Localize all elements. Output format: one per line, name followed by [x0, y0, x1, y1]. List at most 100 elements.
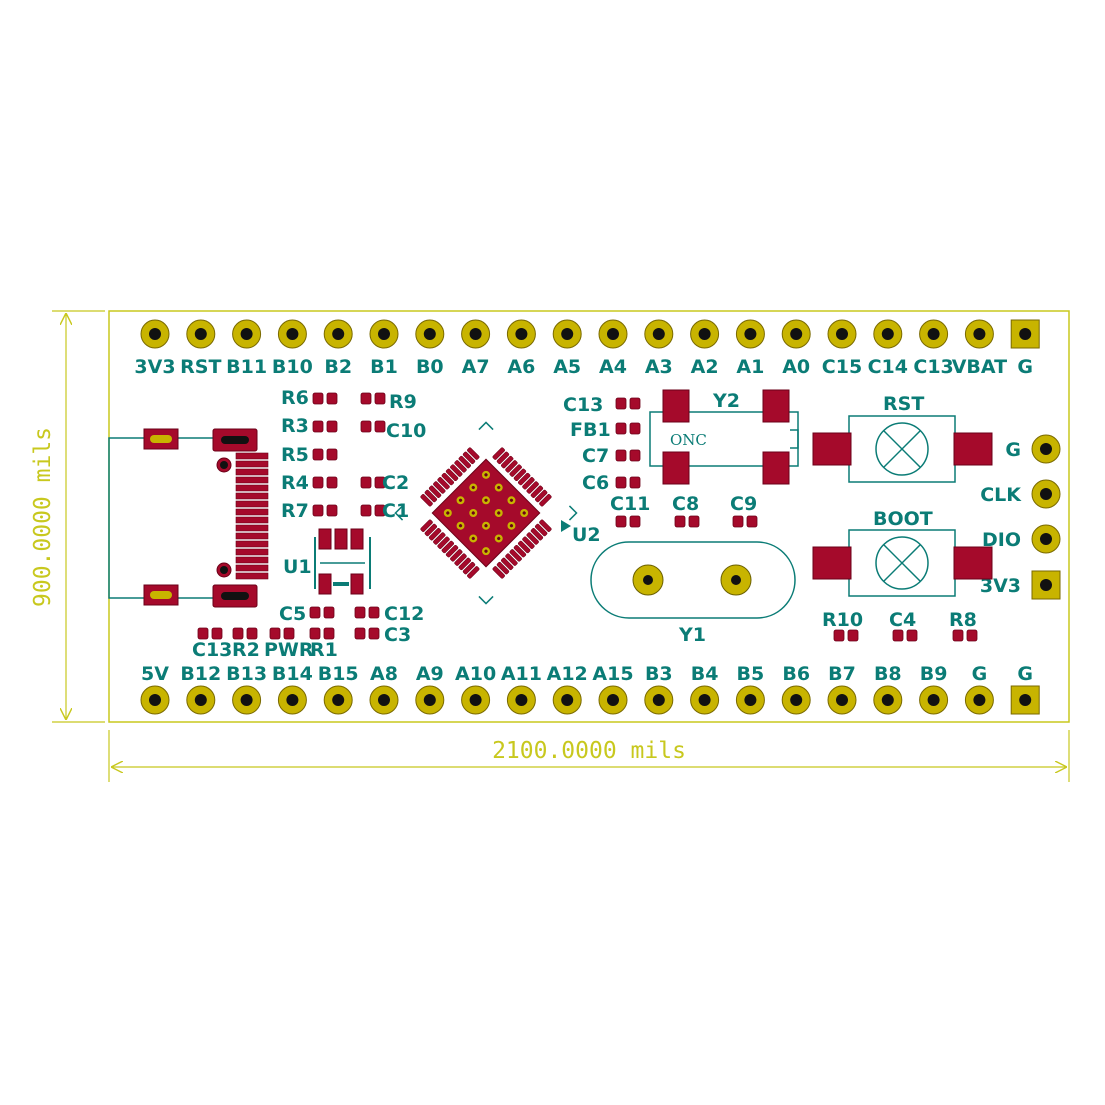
u1-regulator [314, 528, 371, 595]
label-C3: C3 [384, 624, 411, 646]
top-pin [1010, 319, 1040, 349]
smd-pad-pair [309, 606, 335, 619]
bottom-pin [827, 685, 857, 715]
bottom-pin-label: A10 [455, 663, 496, 685]
bottom-pin [323, 685, 353, 715]
top-pin-label: B10 [272, 356, 313, 378]
top-header-pins [140, 319, 1040, 349]
bottom-pin-label: G [972, 663, 988, 685]
smd-pad-pair [615, 515, 641, 528]
usb-connector [108, 428, 269, 608]
height-dimension [52, 310, 105, 723]
smd-passive-pads [197, 392, 978, 642]
bottom-pin [964, 685, 994, 715]
top-pin-label: VBAT [952, 356, 1007, 378]
label-R4: R4 [281, 472, 309, 494]
top-pin-label: C13 [913, 356, 953, 378]
top-pin-label: A0 [782, 356, 810, 378]
smd-pad-pair [360, 504, 386, 517]
label-R9: R9 [389, 391, 417, 413]
top-pin-label: C14 [868, 356, 908, 378]
top-pin-label: B0 [416, 356, 444, 378]
bottom-pin [873, 685, 903, 715]
smd-pad-pair [732, 515, 758, 528]
smd-pad-pair [360, 420, 386, 433]
bottom-pin-label: B15 [318, 663, 359, 685]
smd-pad-pair [312, 504, 338, 517]
rst-switch [812, 415, 993, 483]
smd-pad-pair [312, 476, 338, 489]
label-R5: R5 [281, 444, 309, 466]
label-C6: C6 [582, 472, 609, 494]
top-pin [735, 319, 765, 349]
top-pin [873, 319, 903, 349]
top-pin-label: A1 [736, 356, 764, 378]
label-Y1: Y1 [678, 624, 706, 646]
smd-pad-pair [833, 629, 859, 642]
bottom-pin [186, 685, 216, 715]
bottom-pin-label: B9 [920, 663, 948, 685]
smd-pad-pair [354, 606, 380, 619]
top-pin [827, 319, 857, 349]
smd-pad-pair [360, 476, 386, 489]
swd-pin-label: DIO [982, 529, 1021, 551]
top-pin [140, 319, 170, 349]
label-Y2: Y2 [712, 390, 740, 412]
top-pin [552, 319, 582, 349]
bottom-pin-label: A9 [416, 663, 444, 685]
swd-pin [1031, 570, 1061, 600]
label-C5: C5 [279, 603, 306, 625]
bottom-pin-label: B8 [874, 663, 902, 685]
top-pin-label: B2 [324, 356, 352, 378]
y2-crystal: ONC [649, 389, 799, 485]
label-U2: U2 [572, 524, 601, 546]
top-pin-label: A5 [553, 356, 581, 378]
bottom-pin-label: G [1017, 663, 1033, 685]
bottom-pin [781, 685, 811, 715]
label-C1: C1 [382, 500, 409, 522]
top-pin [415, 319, 445, 349]
top-pin-label: A7 [462, 356, 490, 378]
smd-pad-pair [615, 449, 641, 462]
top-pin [323, 319, 353, 349]
smd-pad-pair [360, 392, 386, 405]
bottom-pin [232, 685, 262, 715]
label-C12: C12 [384, 603, 424, 625]
label-U1: U1 [283, 556, 312, 578]
swd-pin [1031, 434, 1061, 464]
bottom-pin-label: B5 [737, 663, 765, 685]
swd-pin-label: CLK [980, 484, 1022, 506]
smd-pad-pair [674, 515, 700, 528]
label-C10: C10 [386, 420, 426, 442]
top-pin [232, 319, 262, 349]
bottom-pin-label: B14 [272, 663, 313, 685]
top-pin-label: RST [180, 356, 221, 378]
bottom-pin [598, 685, 628, 715]
bottom-pin [415, 685, 445, 715]
label-RST-switch: RST [883, 393, 924, 415]
label-R1: R1 [310, 639, 338, 661]
smd-pad-pair [312, 392, 338, 405]
bottom-pin [919, 685, 949, 715]
top-pin-label: A2 [691, 356, 719, 378]
top-pin-label: A3 [645, 356, 673, 378]
top-pin [644, 319, 674, 349]
label-C4: C4 [889, 609, 916, 631]
u2-mcu [394, 421, 578, 605]
bottom-pin [690, 685, 720, 715]
smd-pad-pair [312, 448, 338, 461]
smd-pad-pair [892, 629, 918, 642]
bottom-pin [369, 685, 399, 715]
label-R8: R8 [949, 609, 977, 631]
label-R6: R6 [281, 387, 309, 409]
label-C9: C9 [730, 493, 757, 515]
label-R2: R2 [232, 639, 260, 661]
top-pin [919, 319, 949, 349]
y1-crystal [590, 541, 796, 619]
bottom-pin [1010, 685, 1040, 715]
top-pin [186, 319, 216, 349]
label-R7: R7 [281, 500, 309, 522]
label-C13-right: C13 [563, 394, 603, 416]
